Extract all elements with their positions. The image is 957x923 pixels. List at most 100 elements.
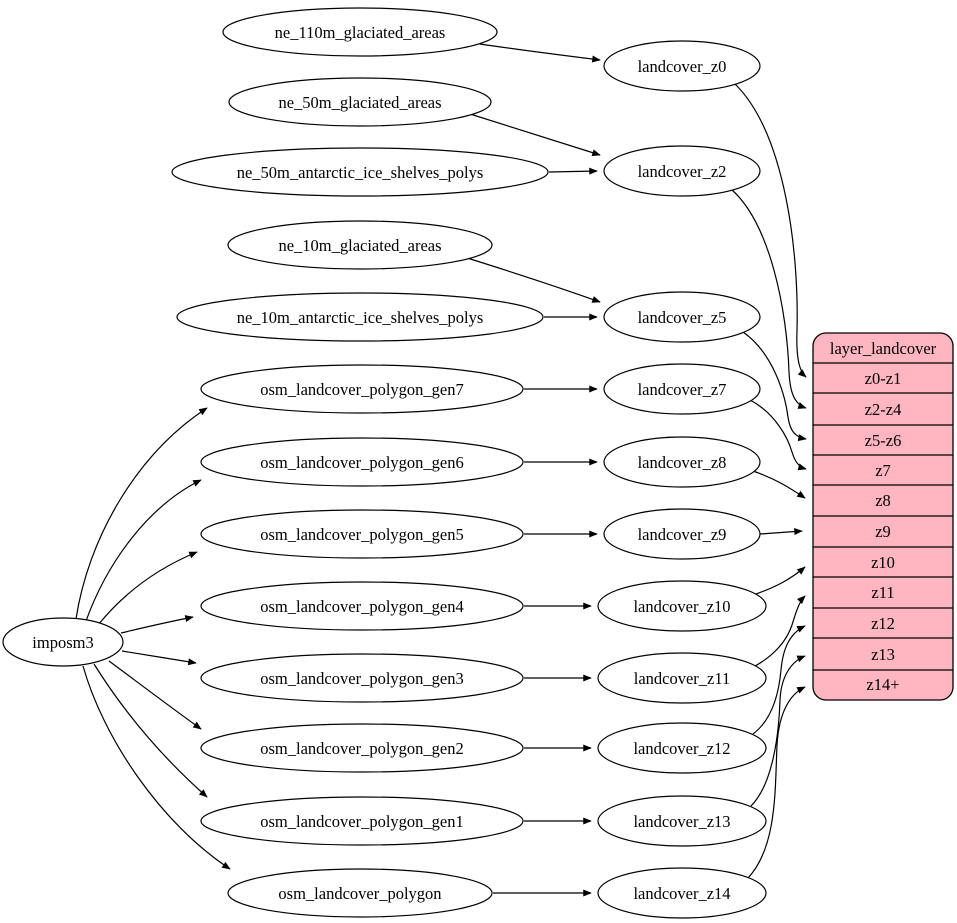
node-landcover-z12-shape <box>597 722 767 774</box>
node-osm-landcover-polygon-gen2-shape <box>200 723 524 773</box>
node-imposm3: imposm3 <box>2 617 124 667</box>
edge-imposm3-to-osm-landcover-polygon-gen1 <box>93 663 208 798</box>
node-landcover-z5-label: landcover_z5 <box>638 308 727 327</box>
edge-landcover-z14-to-row-z14plus <box>747 686 806 879</box>
node-landcover-z12: landcover_z12 <box>597 722 767 774</box>
edge-imposm3-to-osm-landcover-polygon-gen6 <box>85 479 202 622</box>
node-landcover-z9-label: landcover_z9 <box>638 525 727 544</box>
edge-imposm3-to-osm-landcover-polygon-gen2 <box>108 660 202 730</box>
node-ne-50m-antarctic-ice-shelves-polys-shape <box>171 147 549 197</box>
edge-imposm3-to-osm-landcover-polygon-gen7 <box>75 407 208 620</box>
edge-landcover-z9-to-row-z9 <box>759 528 803 536</box>
node-landcover-z8: landcover_z8 <box>603 436 761 488</box>
node-landcover-z9-shape <box>603 508 761 560</box>
table-row-z11: z11 <box>871 583 894 602</box>
table-row-z2-z4: z2-z4 <box>865 400 902 419</box>
node-landcover-z8-label: landcover_z8 <box>638 453 727 472</box>
node-ne-10m-glaciated-areas-label: ne_10m_glaciated_areas <box>278 236 441 255</box>
node-osm-landcover-polygon-gen4-shape <box>200 581 524 631</box>
node-ne-10m-antarctic-ice-shelves-polys: ne_10m_antarctic_ice_shelves_polys <box>176 292 544 342</box>
node-osm-landcover-polygon-gen6: osm_landcover_polygon_gen6 <box>200 437 524 487</box>
node-ne-50m-glaciated-areas: ne_50m_glaciated_areas <box>228 77 492 127</box>
edge-landcover-z8-to-row-z8 <box>752 470 806 499</box>
node-ne-50m-glaciated-areas-label: ne_50m_glaciated_areas <box>278 93 441 112</box>
node-landcover-z14-shape <box>597 867 767 919</box>
node-ne-50m-antarctic-ice-shelves-polys-label: ne_50m_antarctic_ice_shelves_polys <box>237 163 484 182</box>
node-osm-landcover-polygon: osm_landcover_polygon <box>227 868 493 918</box>
node-ne-110m-glaciated-areas-shape <box>222 7 498 57</box>
edge-landcover-z2-to-row-z2-z4 <box>730 188 807 409</box>
node-landcover-z9: landcover_z9 <box>603 508 761 560</box>
node-landcover-z14: landcover_z14 <box>597 867 767 919</box>
edge-landcover-z13-to-row-z13 <box>750 655 806 807</box>
table-row-z8: z8 <box>875 491 891 510</box>
table-row-z14plus: z14+ <box>866 675 899 694</box>
edge-landcover-z10-to-row-z10 <box>752 566 806 596</box>
node-landcover-z11: landcover_z11 <box>597 652 767 704</box>
node-ne-110m-glaciated-areas-label: ne_110m_glaciated_areas <box>275 23 446 42</box>
node-osm-landcover-polygon-gen4: osm_landcover_polygon_gen4 <box>200 581 524 631</box>
node-landcover-z5: landcover_z5 <box>603 291 761 343</box>
table-row-z5-z6: z5-z6 <box>865 431 902 450</box>
node-landcover-z10-label: landcover_z10 <box>633 597 730 616</box>
node-osm-landcover-polygon-gen3-shape <box>200 653 524 703</box>
node-osm-landcover-polygon-gen5: osm_landcover_polygon_gen5 <box>200 509 524 559</box>
node-ne-110m-glaciated-areas: ne_110m_glaciated_areas <box>222 7 498 57</box>
node-ne-50m-antarctic-ice-shelves-polys: ne_50m_antarctic_ice_shelves_polys <box>171 147 549 197</box>
edge-landcover-z0-to-row-z0-z1 <box>734 83 807 378</box>
node-landcover-z2: landcover_z2 <box>603 145 761 197</box>
node-landcover-z7-label: landcover_z7 <box>638 380 727 399</box>
table-layer-landcover-title: layer_landcover <box>830 339 937 358</box>
node-osm-landcover-polygon-gen1: osm_landcover_polygon_gen1 <box>200 796 524 846</box>
node-landcover-z10-shape <box>597 580 767 632</box>
node-landcover-z13: landcover_z13 <box>597 795 767 847</box>
table-row-z7: z7 <box>875 461 891 480</box>
node-osm-landcover-polygon-label: osm_landcover_polygon <box>278 884 441 903</box>
node-osm-landcover-polygon-shape <box>227 868 493 918</box>
node-landcover-z5-shape <box>603 291 761 343</box>
node-landcover-z12-label: landcover_z12 <box>633 739 730 758</box>
node-landcover-z2-shape <box>603 145 761 197</box>
node-landcover-z13-shape <box>597 795 767 847</box>
table-row-z0-z1: z0-z1 <box>865 369 902 388</box>
node-osm-landcover-polygon-gen6-shape <box>200 437 524 487</box>
edge-ne-50m-antarctic-ice-shelves-polys-to-landcover-z2 <box>548 167 598 175</box>
node-osm-landcover-polygon-gen3-label: osm_landcover_polygon_gen3 <box>260 669 463 688</box>
edge-ne-110m-glaciated-areas-to-landcover-z0 <box>479 43 601 63</box>
node-osm-landcover-polygon-gen6-label: osm_landcover_polygon_gen6 <box>260 453 463 472</box>
node-landcover-z13-label: landcover_z13 <box>633 812 730 831</box>
node-ne-10m-antarctic-ice-shelves-polys-label: ne_10m_antarctic_ice_shelves_polys <box>237 308 484 327</box>
node-landcover-z14-label: landcover_z14 <box>633 884 730 903</box>
edge-imposm3-to-osm-landcover-polygon-gen5 <box>97 551 198 626</box>
node-ne-10m-antarctic-ice-shelves-polys-shape <box>176 292 544 342</box>
edge-landcover-z5-to-row-z5-z6 <box>742 331 807 442</box>
edges-layer <box>75 43 807 897</box>
node-landcover-z7: landcover_z7 <box>603 363 761 415</box>
node-osm-landcover-polygon-gen1-shape <box>200 796 524 846</box>
node-landcover-z11-label: landcover_z11 <box>634 669 731 688</box>
node-ne-10m-glaciated-areas-shape <box>227 220 493 270</box>
node-landcover-z2-label: landcover_z2 <box>638 162 727 181</box>
edge-landcover-z12-to-row-z12 <box>752 625 806 735</box>
edge-imposm3-to-osm-landcover-polygon <box>82 665 231 870</box>
table-layer-landcover: layer_landcover z0-z1 z2-z4 z5-z6 z7 z8 … <box>812 332 954 701</box>
node-osm-landcover-polygon-gen2-label: osm_landcover_polygon_gen2 <box>260 739 463 758</box>
node-ne-10m-glaciated-areas: ne_10m_glaciated_areas <box>227 220 493 270</box>
table-row-z9: z9 <box>875 522 891 541</box>
node-imposm3-label: imposm3 <box>32 633 93 652</box>
table-row-z10: z10 <box>871 553 895 572</box>
edge-landcover-z7-to-row-z7 <box>749 399 807 471</box>
node-osm-landcover-polygon-gen7-shape <box>200 364 524 414</box>
edge-imposm3-to-osm-landcover-polygon-gen4 <box>120 615 194 634</box>
node-landcover-z11-shape <box>597 652 767 704</box>
node-imposm3-shape <box>2 617 124 667</box>
node-ne-50m-glaciated-areas-shape <box>228 77 492 127</box>
edge-landcover-z11-to-row-z11 <box>754 595 806 667</box>
node-landcover-z7-shape <box>603 363 761 415</box>
node-osm-landcover-polygon-gen7-label: osm_landcover_polygon_gen7 <box>260 380 463 399</box>
node-osm-landcover-polygon-gen5-label: osm_landcover_polygon_gen5 <box>260 525 463 544</box>
node-landcover-z0: landcover_z0 <box>603 40 761 92</box>
node-landcover-z0-shape <box>603 40 761 92</box>
